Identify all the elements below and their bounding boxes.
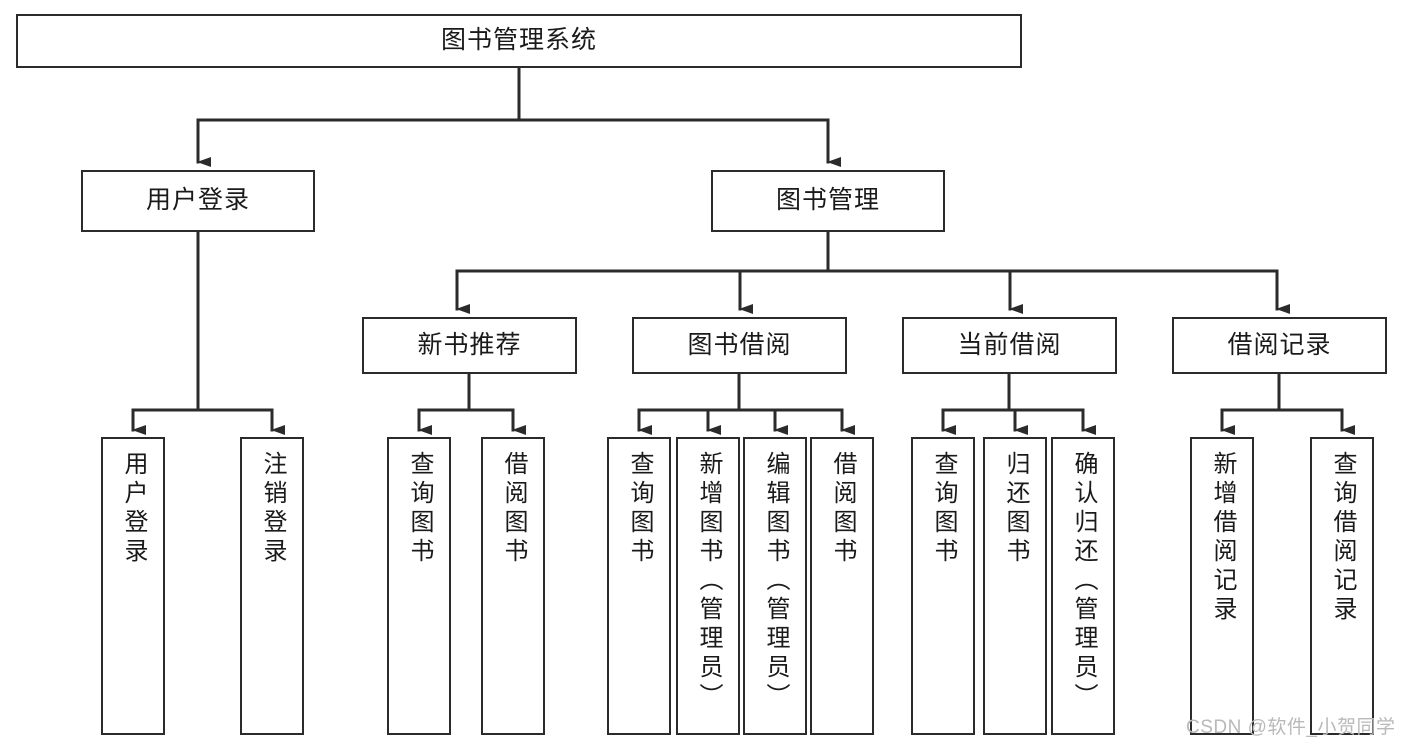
leaf-query-book-newbook[interactable]: 查询图书 (387, 437, 451, 735)
node-label: 借阅记录 (1227, 330, 1332, 359)
leaf-return-book[interactable]: 归还图书 (983, 437, 1047, 735)
leaf-confirm-return-admin[interactable]: 确认归还（管理员） (1051, 437, 1115, 735)
node-book-management[interactable]: 图书管理 (711, 170, 945, 232)
node-label: 查询图书 (626, 451, 653, 567)
leaf-logout[interactable]: 注销登录 (240, 437, 304, 735)
node-new-book-recommend[interactable]: 新书推荐 (362, 317, 577, 374)
node-label: 新增图书（管理员） (695, 451, 722, 712)
node-label: 图书管理 (775, 186, 880, 215)
node-label: 图书管理系统 (440, 26, 597, 55)
node-label: 用户登录 (120, 451, 147, 567)
node-label: 新增借阅记录 (1209, 451, 1236, 625)
node-label: 确认归还（管理员） (1070, 451, 1097, 712)
node-current-borrow[interactable]: 当前借阅 (902, 317, 1117, 374)
node-label: 编辑图书（管理员） (762, 451, 789, 712)
leaf-borrow-book-newbook[interactable]: 借阅图书 (481, 437, 545, 735)
node-label: 用户登录 (145, 186, 250, 215)
csdn-watermark: CSDN @软件_小贺同学 (1186, 717, 1396, 738)
node-label: 归还图书 (1002, 451, 1029, 567)
node-label: 当前借阅 (957, 330, 1062, 359)
leaf-edit-book-admin[interactable]: 编辑图书（管理员） (743, 437, 807, 735)
node-user-login[interactable]: 用户登录 (81, 170, 315, 232)
node-label: 查询图书 (406, 451, 433, 567)
leaf-query-borrow-record[interactable]: 查询借阅记录 (1310, 437, 1374, 735)
node-book-borrow[interactable]: 图书借阅 (632, 317, 847, 374)
node-label: 图书借阅 (687, 330, 792, 359)
leaf-query-book-current[interactable]: 查询图书 (911, 437, 975, 735)
node-root-book-management-system[interactable]: 图书管理系统 (16, 14, 1022, 68)
leaf-borrow-book[interactable]: 借阅图书 (810, 437, 874, 735)
node-label: 查询借阅记录 (1329, 451, 1356, 625)
node-label: 查询图书 (930, 451, 957, 567)
leaf-query-book-borrow[interactable]: 查询图书 (607, 437, 671, 735)
node-label: 借阅图书 (500, 451, 527, 567)
leaf-add-borrow-record[interactable]: 新增借阅记录 (1190, 437, 1254, 735)
node-label: 借阅图书 (829, 451, 856, 567)
node-borrow-record[interactable]: 借阅记录 (1172, 317, 1387, 374)
node-label: 新书推荐 (417, 330, 522, 359)
leaf-add-book-admin[interactable]: 新增图书（管理员） (676, 437, 740, 735)
leaf-user-login[interactable]: 用户登录 (101, 437, 165, 735)
node-label: 注销登录 (259, 451, 286, 567)
